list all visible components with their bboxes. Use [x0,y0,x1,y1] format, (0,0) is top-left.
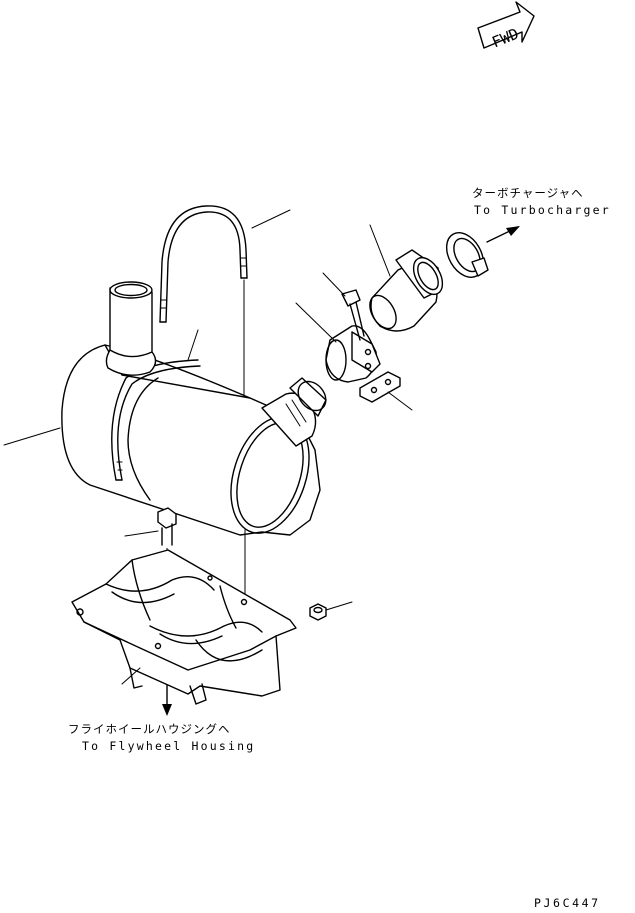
adapter-pipe [369,249,444,332]
flange-nut [309,603,327,621]
v-band-clamp [445,232,489,278]
turbo-label-jp: ターボチャージャヘ [472,186,584,200]
clamp-plate [359,371,401,403]
drawing-code: PJ6C447 [534,896,601,910]
muffler [61,344,321,536]
muffler-inlet-pipe [105,281,157,376]
bracket-bolt [157,507,177,546]
flywheel-label-en: To Flywheel Housing [82,739,256,753]
u-bolt-strap [159,205,248,396]
turbo-arrow-icon [486,226,520,243]
flywheel-arrow-icon [162,704,172,716]
leader-lines [3,209,413,685]
exhaust-clamp [325,289,381,383]
muffler-outlet [261,377,327,447]
turbo-label-en: To Turbocharger [474,203,611,217]
mounting-bracket [71,549,297,705]
fwd-arrow-icon: FWD [477,1,535,51]
flywheel-label-jp: フライホイールハウジングヘ [68,722,231,736]
